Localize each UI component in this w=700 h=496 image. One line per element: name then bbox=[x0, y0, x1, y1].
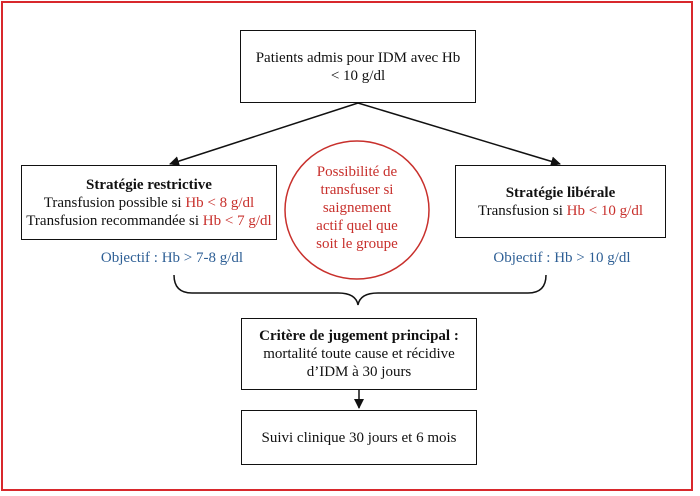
restrictive-strategy-box: Stratégie restrictive Transfusion possib… bbox=[21, 165, 277, 240]
curly-brace bbox=[173, 274, 547, 306]
endpoint-line-2: d’IDM à 30 jours bbox=[306, 364, 412, 380]
endpoint-line-1: mortalité toute cause et récidive bbox=[263, 346, 455, 362]
arrow-to-restrictive bbox=[169, 102, 359, 166]
liberal-objective: Objectif : Hb > 10 g/dl bbox=[493, 250, 631, 266]
circle-line: saignement bbox=[322, 200, 392, 216]
follow-up-text: Suivi clinique 30 jours et 6 mois bbox=[261, 429, 457, 446]
liberal-strategy-box: Stratégie libérale Transfusion si Hb < 1… bbox=[455, 165, 666, 238]
restrictive-title: Stratégie restrictive bbox=[86, 176, 212, 193]
diagram-frame bbox=[1, 1, 693, 491]
restrictive-objective: Objectif : Hb > 7-8 g/dl bbox=[100, 250, 244, 266]
circle-line: soit le groupe bbox=[316, 236, 398, 252]
circle-line: actif quel que bbox=[316, 218, 398, 234]
liberal-title: Stratégie libérale bbox=[505, 184, 616, 201]
note-circle bbox=[284, 140, 430, 280]
endpoint-title: Critère de jugement principal : bbox=[259, 328, 459, 344]
circle-line: transfuser si bbox=[320, 182, 394, 198]
primary-endpoint-box: Critère de jugement principal : mortalit… bbox=[241, 318, 477, 390]
arrow-to-liberal bbox=[357, 102, 561, 167]
restrictive-line-2: Transfusion recommandée si Hb < 7 g/dl bbox=[26, 212, 272, 229]
circle-line: Possibilité de bbox=[316, 164, 398, 180]
patients-line-1: Patients admis pour IDM avec Hb bbox=[255, 49, 461, 66]
circle-note-text: Possibilité de transfuser si saignement … bbox=[292, 163, 422, 253]
restrictive-line-1: Transfusion possible si Hb < 8 g/dl bbox=[43, 194, 255, 211]
patients-box: Patients admis pour IDM avec Hb < 10 g/d… bbox=[240, 30, 476, 103]
follow-up-box: Suivi clinique 30 jours et 6 mois bbox=[241, 410, 477, 465]
liberal-line-1: Transfusion si Hb < 10 g/dl bbox=[477, 202, 644, 219]
patients-line-2: < 10 g/dl bbox=[330, 67, 386, 84]
